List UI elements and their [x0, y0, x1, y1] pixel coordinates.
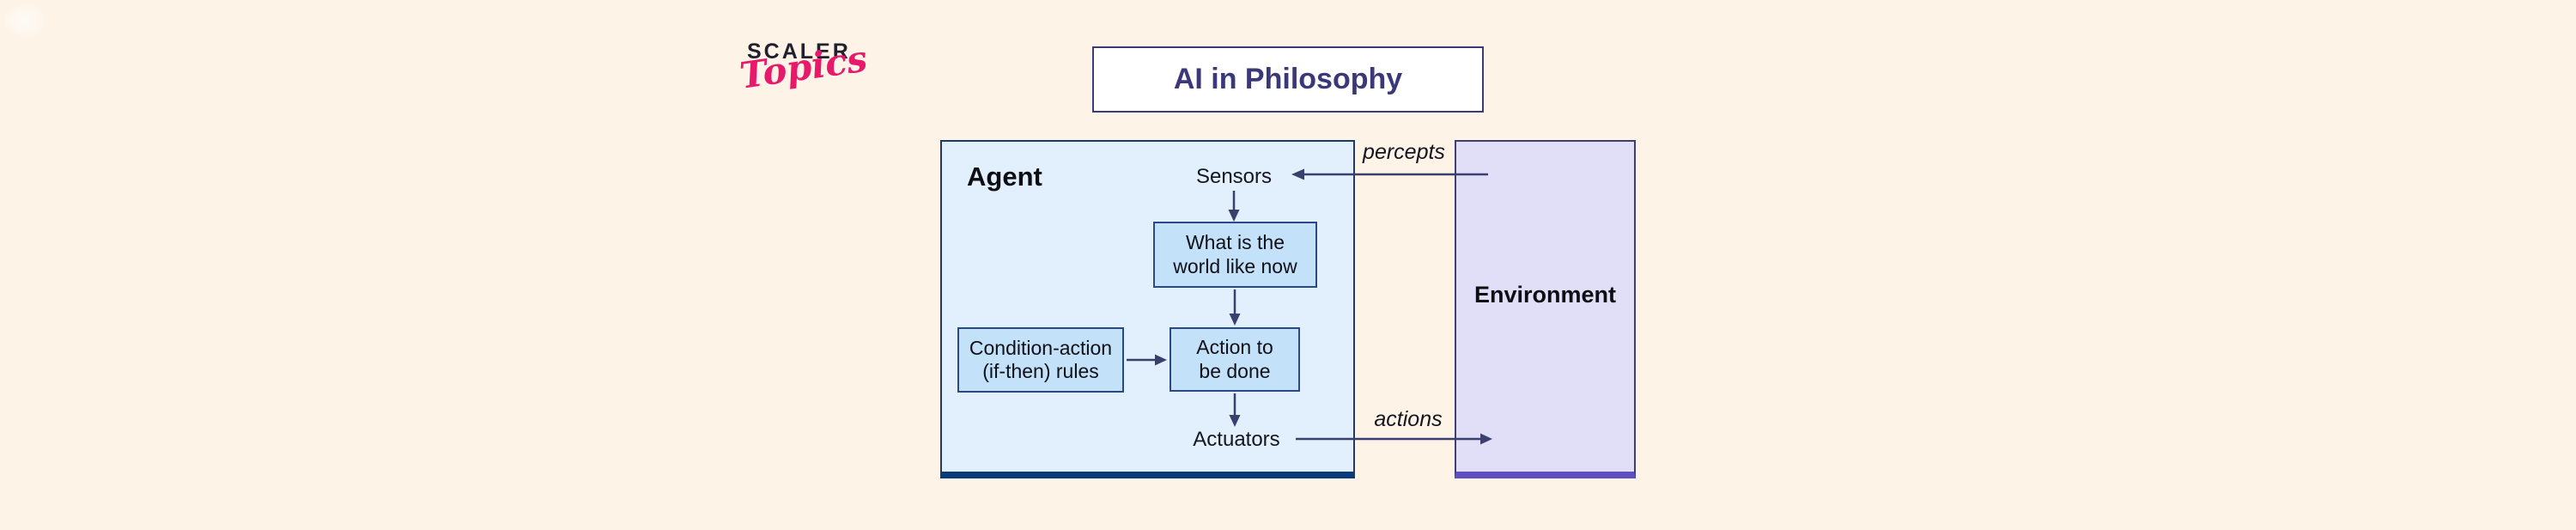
agent-label: Agent	[967, 161, 1042, 192]
scaler-topics-logo: SCALER Topics	[738, 36, 878, 113]
title-box: AI in Philosophy	[1092, 46, 1484, 113]
sensors-label: Sensors	[1195, 165, 1273, 188]
corner-smudge-artifact	[5, 5, 45, 36]
agent-box	[940, 140, 1355, 478]
percepts-edge-label: percepts	[1363, 140, 1445, 164]
logo-brand-text: SCALER	[747, 40, 851, 64]
actuators-label: Actuators	[1193, 428, 1280, 451]
environment-box	[1455, 140, 1636, 478]
condition-action-rules-node: Condition-action (if-then) rules	[957, 327, 1124, 393]
actions-edge-label: actions	[1374, 407, 1443, 431]
action-to-be-done-node: Action to be done	[1170, 327, 1300, 392]
page-title: AI in Philosophy	[1173, 63, 1403, 95]
environment-label: Environment	[1473, 282, 1617, 308]
world-state-node: What is the world like now	[1153, 222, 1317, 288]
